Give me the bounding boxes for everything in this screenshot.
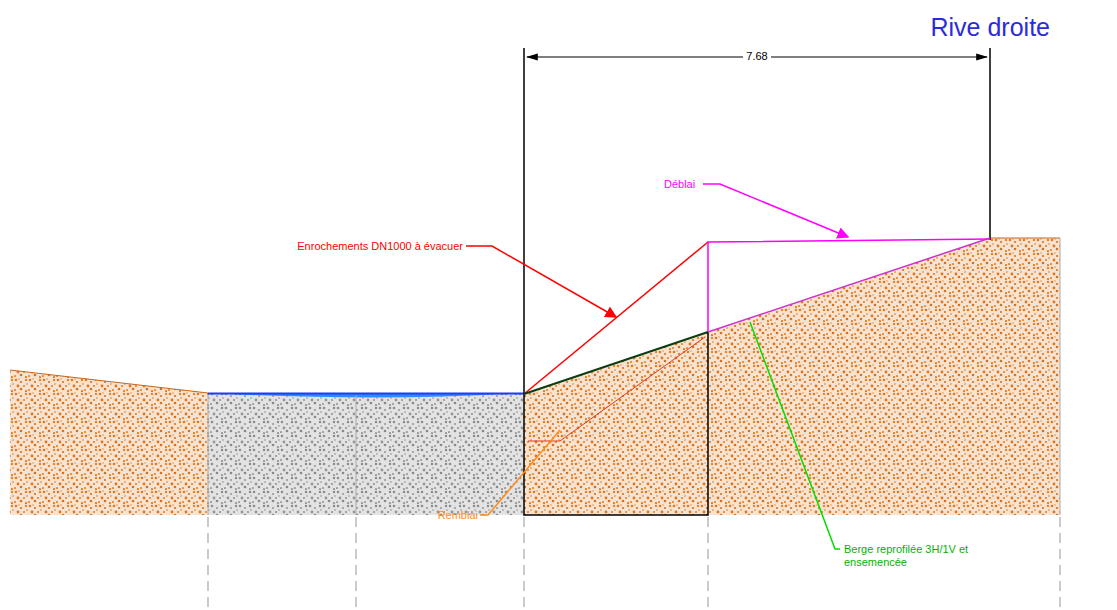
bank-title: Rive droite: [931, 12, 1051, 42]
dimension-extension: [989, 48, 991, 240]
callout-text: Remblai: [438, 509, 478, 522]
callout-text: Enrochements DN1000 à évacuer: [297, 240, 463, 253]
water-line: [208, 393, 524, 395]
section-lines: [208, 238, 1060, 515]
ground-line: [990, 238, 1060, 239]
callout-text: Déblai: [664, 178, 695, 191]
water: [208, 393, 524, 398]
fill-frame: [524, 332, 708, 515]
ground-line: [10, 370, 208, 393]
leader-line: [703, 184, 848, 237]
right-bank: [708, 238, 1060, 515]
dashed-lines: [208, 517, 1060, 610]
leader-line: [750, 322, 840, 549]
excavation-outline: [708, 239, 990, 332]
riverbed: [208, 394, 524, 515]
rockfill-outline: [528, 337, 705, 441]
rockfill-outline: [524, 242, 708, 394]
dimension-extension: [523, 48, 525, 394]
left-ground: [10, 370, 208, 515]
dimension-value: 7.68: [743, 50, 770, 63]
reprofiled-bank: [524, 332, 708, 394]
callout-text: Berge reprofilée 3H/1V et ensemencée: [844, 543, 976, 569]
fill-zone: [524, 332, 708, 515]
leader-line: [480, 430, 560, 515]
excavation-slope: [708, 238, 990, 332]
leader-line: [466, 246, 616, 317]
